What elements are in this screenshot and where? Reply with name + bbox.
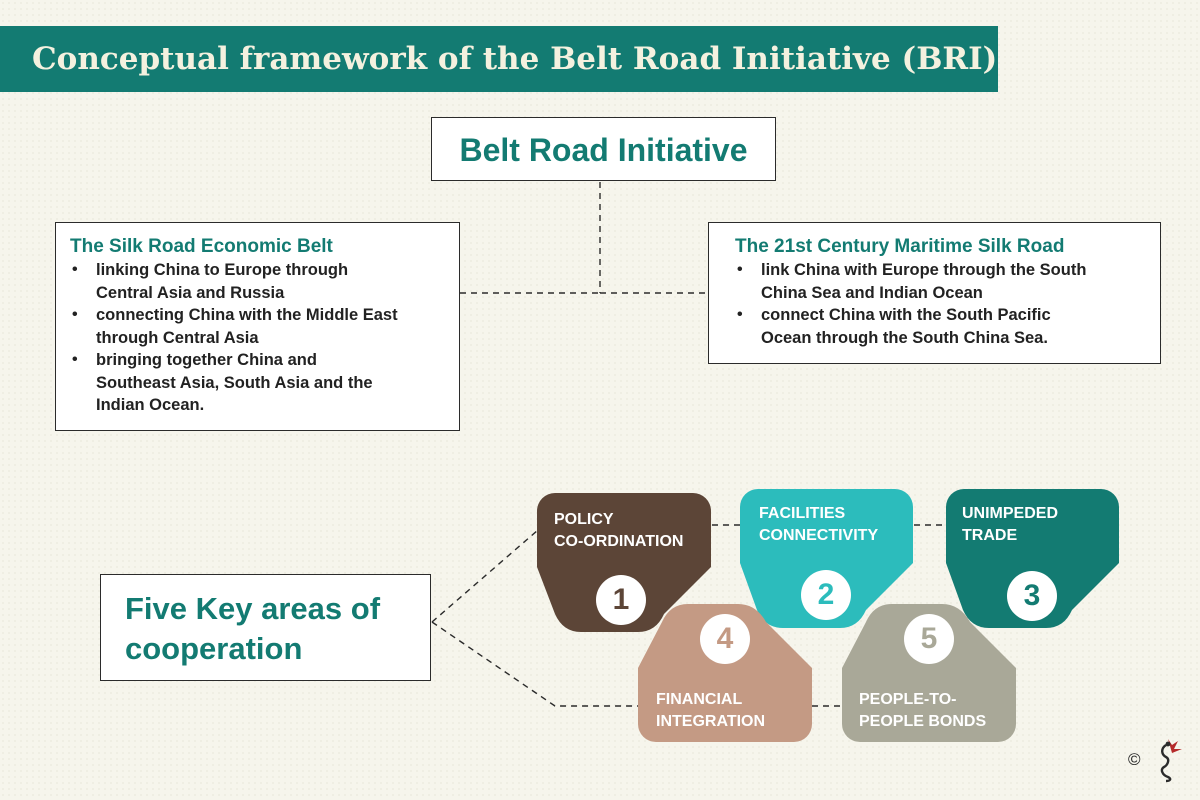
trade-label-line: UNIMPEDED <box>962 505 1059 522</box>
trade-label-line: TRADE <box>962 527 1018 544</box>
bullet-line: China Sea and Indian Ocean <box>761 283 983 302</box>
people-label-line: PEOPLE-TO- <box>859 691 957 708</box>
maritime-road-title: The 21st Century Maritime Silk Road <box>735 236 1065 257</box>
financial-label: FINANCIAL INTEGRATION <box>656 689 765 733</box>
number-badge-1: 1 <box>596 575 646 625</box>
bullet-line: connecting China with the Middle East <box>96 306 398 324</box>
bullet-marker: • <box>72 261 78 278</box>
cooperation-title: Five Key areas of cooperation <box>125 589 420 669</box>
financial-label-line: FINANCIAL <box>656 691 743 708</box>
bullet-line: bringing together China and <box>96 351 317 369</box>
policy-label: POLICY CO-ORDINATION <box>554 509 683 553</box>
number-badge-5: 5 <box>904 614 954 664</box>
bullet-line: linking China to Europe through <box>96 261 349 279</box>
bird-logo-icon <box>1160 739 1182 783</box>
bullet-line: link China with Europe through the South <box>761 261 1087 279</box>
cooperation-node: Five Key areas of cooperation <box>100 574 431 681</box>
facilities-label-line: CONNECTIVITY <box>759 527 879 544</box>
economic-belt-node: The Silk Road Economic Belt • linking Ch… <box>55 222 460 431</box>
number-badge-4: 4 <box>700 614 750 664</box>
financial-connector <box>431 621 640 707</box>
economic-belt-title: The Silk Road Economic Belt <box>70 236 333 257</box>
card-facilities <box>740 489 913 628</box>
people-label-line: PEOPLE BONDS <box>859 713 987 730</box>
copyright-symbol: © <box>1128 750 1141 769</box>
bullet-item: • bringing together China and Southeast … <box>70 349 449 417</box>
bullet-item: • link China with Europe through the Sou… <box>735 259 1150 304</box>
number-badge-2: 2 <box>801 570 851 620</box>
card-trade <box>946 489 1119 628</box>
bullet-marker: • <box>72 306 78 323</box>
bullet-line: connect China with the South Pacific <box>761 306 1051 324</box>
policy-connector <box>431 529 539 623</box>
page-title: Conceptual framework of the Belt Road In… <box>32 41 998 77</box>
card-financial <box>638 604 812 742</box>
bullet-marker: • <box>737 261 743 278</box>
policy-label-line: POLICY <box>554 511 614 528</box>
bullet-line: Indian Ocean. <box>96 396 205 414</box>
cooperation-title-line: cooperation <box>125 631 303 666</box>
cooperation-title-line: Five Key areas of <box>125 591 381 626</box>
facilities-label: FACILITIES CONNECTIVITY <box>759 503 878 547</box>
trade-label: UNIMPEDED TRADE <box>962 503 1058 547</box>
bullet-item: • connect China with the South Pacific O… <box>735 304 1150 349</box>
facilities-label-line: FACILITIES <box>759 505 846 522</box>
economic-belt-bullets: • linking China to Europe through Centra… <box>70 259 449 417</box>
maritime-road-node: The 21st Century Maritime Silk Road • li… <box>708 222 1161 364</box>
bullet-marker: • <box>72 351 78 368</box>
root-node: Belt Road Initiative <box>431 117 776 181</box>
card-policy <box>537 493 711 632</box>
card-people <box>842 604 1016 742</box>
bullet-marker: • <box>737 306 743 323</box>
bullet-line: Central Asia and Russia <box>96 283 285 302</box>
financial-label-line: INTEGRATION <box>656 713 766 730</box>
policy-label-line: CO-ORDINATION <box>554 533 684 550</box>
root-label: Belt Road Initiative <box>459 132 748 168</box>
people-label: PEOPLE-TO- PEOPLE BONDS <box>859 689 986 733</box>
title-banner: Conceptual framework of the Belt Road In… <box>0 26 998 92</box>
maritime-road-bullets: • link China with Europe through the Sou… <box>735 259 1150 349</box>
bullet-item: • connecting China with the Middle East … <box>70 304 449 349</box>
bullet-line: through Central Asia <box>96 328 259 347</box>
bullet-line: Southeast Asia, South Asia and the <box>96 373 373 392</box>
bullet-item: • linking China to Europe through Centra… <box>70 259 449 304</box>
number-badge-3: 3 <box>1007 571 1057 621</box>
bullet-line: Ocean through the South China Sea. <box>761 328 1048 347</box>
